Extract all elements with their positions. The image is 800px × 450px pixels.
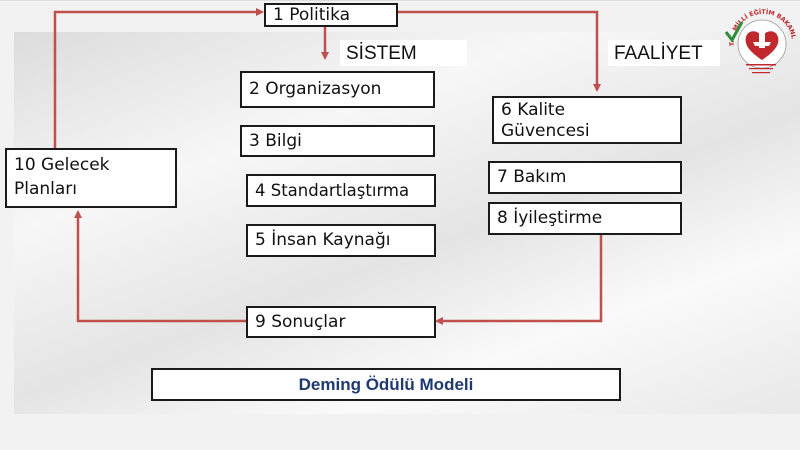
- node-sonuclar: 9 Sonuçlar: [246, 306, 436, 338]
- top-border: [0, 0, 800, 1]
- meb-logo: T.C. MİLLİ EĞİTİM BAKANLIĞI: [720, 2, 797, 74]
- arrow-iyilestirme-to-sonuclar: [435, 233, 603, 325]
- node-insan-kaynagi: 5 İnsan Kaynağı: [246, 224, 436, 257]
- diagram-caption: Deming Ödülü Modeli: [151, 368, 621, 401]
- logo-check-icon: [724, 21, 744, 43]
- node-bakim: 7 Bakım: [488, 161, 682, 194]
- node-organizasyon: 2 Organizasyon: [240, 71, 435, 108]
- node-politika: 1 Politika: [264, 3, 398, 27]
- node-gelecek-line1: 10 Gelecek: [14, 155, 110, 175]
- node-bilgi: 3 Bilgi: [240, 125, 435, 157]
- node-standartlastirma: 4 Standartlaştırma: [246, 174, 436, 207]
- node-iyilestirme: 8 İyileştirme: [488, 202, 682, 235]
- node-kalite-line2: Güvencesi: [501, 121, 590, 141]
- node-kalite-line1: 6 Kalite: [501, 100, 566, 120]
- sistem-header: SİSTEM: [340, 40, 467, 66]
- node-kalite-guvencesi: 6 Kalite Güvencesi: [492, 96, 682, 144]
- arrow-sonuclar-to-gelecek: [74, 210, 246, 323]
- arrow-politika-to-kalite: [398, 10, 601, 92]
- arrow-gelecek-to-politika: [53, 8, 264, 148]
- faaliyet-header: FAALİYET: [608, 40, 720, 66]
- node-gelecek-planlari: 10 Gelecek Planları: [5, 148, 177, 208]
- node-gelecek-line2: Planları: [14, 179, 78, 199]
